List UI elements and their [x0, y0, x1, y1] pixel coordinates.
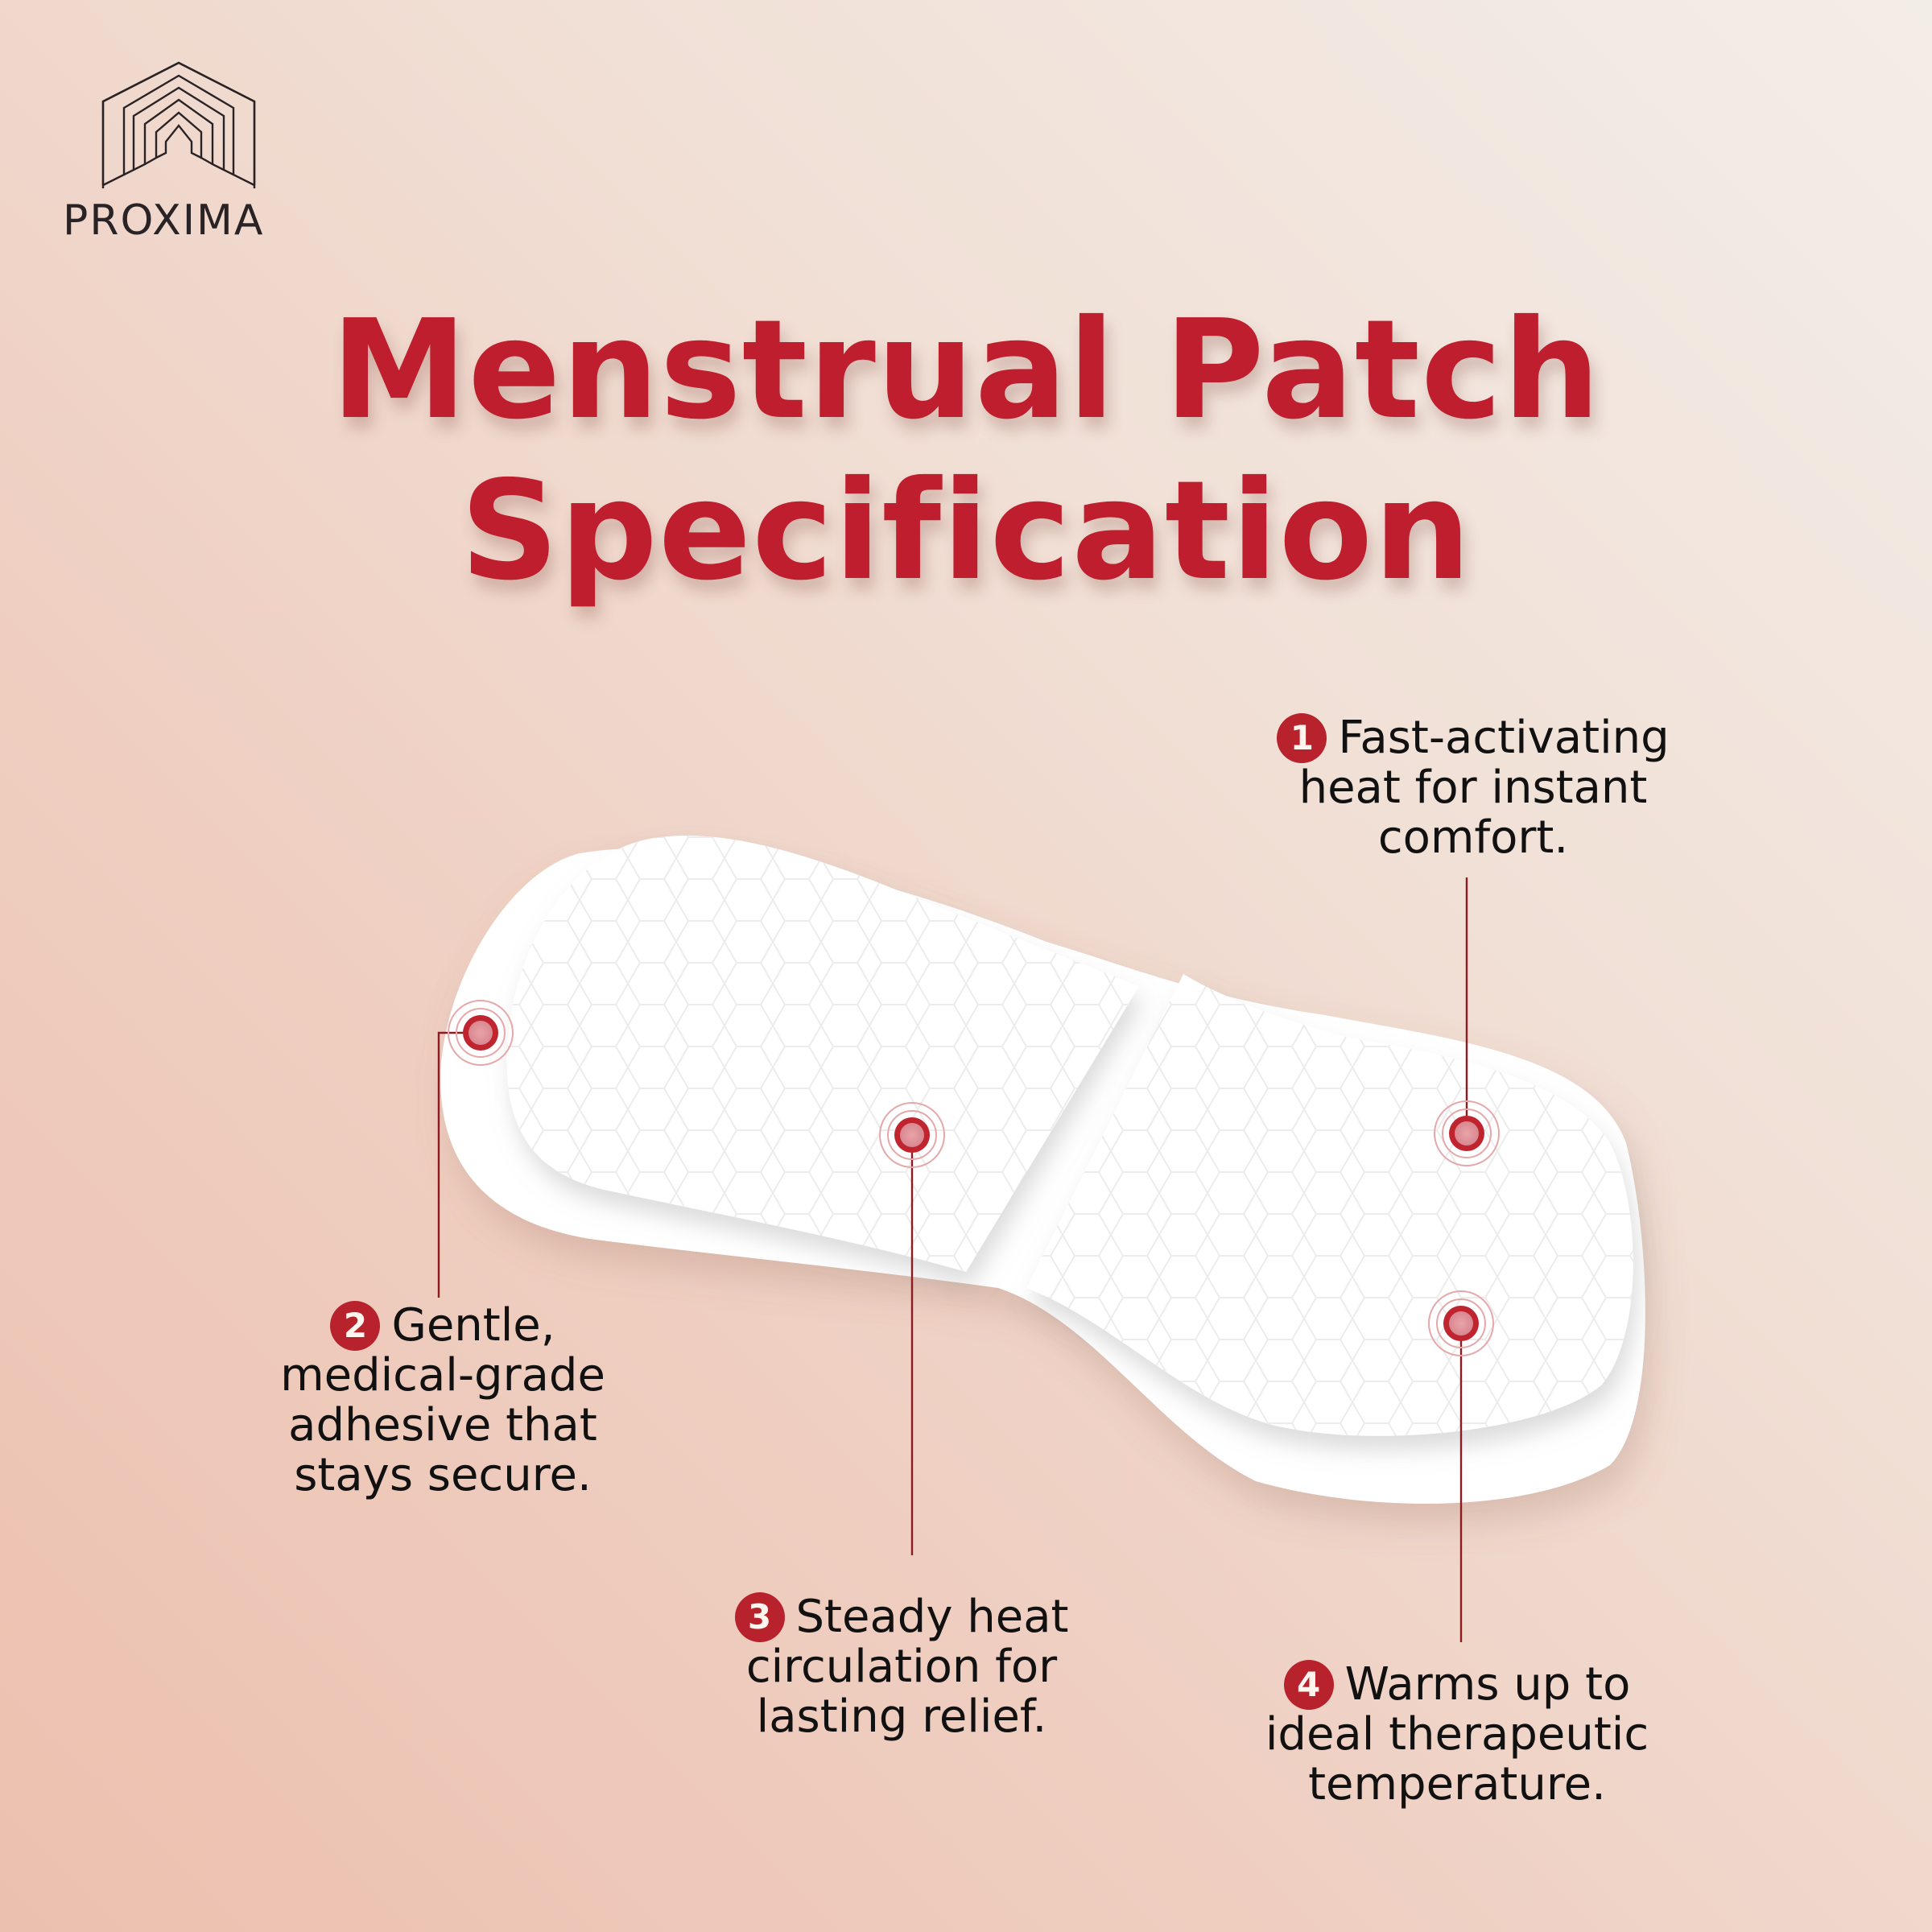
nested-house-arches-icon — [101, 61, 256, 188]
title-line-2: Specification — [460, 452, 1472, 611]
callout-3-line-1: Steady heat — [795, 1591, 1069, 1643]
callout-3-line-3: lasting relief. — [756, 1690, 1047, 1743]
callout-4-line-1: Warms up to — [1344, 1658, 1631, 1711]
title-line-1: Menstrual Patch — [331, 291, 1601, 450]
callout-2-line-4: stays secure. — [294, 1449, 592, 1501]
marker-1 — [1434, 1100, 1500, 1166]
number-badge-2: 2 — [330, 1301, 381, 1351]
callout-2-line-3: adhesive that — [288, 1399, 597, 1451]
marker-2 — [448, 1000, 514, 1066]
callout-1-line-1: Fast-activating — [1338, 712, 1670, 764]
callout-2-line-1: Gentle, — [391, 1299, 555, 1352]
callout-4-line-2: ideal therapeutic — [1265, 1708, 1649, 1761]
number-badge-1: 1 — [1277, 713, 1327, 763]
callout-2-line-2: medical-grade — [280, 1349, 605, 1402]
page-title: Menstrual Patch Specification — [0, 290, 1932, 612]
brand-name: PROXIMA — [63, 196, 265, 245]
callout-4-line-3: temperature. — [1308, 1758, 1606, 1810]
callout-1-line-3: comfort. — [1377, 811, 1569, 864]
number-badge-3: 3 — [734, 1592, 785, 1642]
brand-logo: PROXIMA — [63, 60, 296, 253]
number-badge-4: 4 — [1283, 1660, 1334, 1710]
marker-4 — [1428, 1290, 1494, 1356]
callout-3-line-2: circulation for — [745, 1641, 1058, 1693]
marker-3 — [879, 1102, 945, 1168]
callout-1-line-2: heat for instant — [1298, 762, 1648, 814]
